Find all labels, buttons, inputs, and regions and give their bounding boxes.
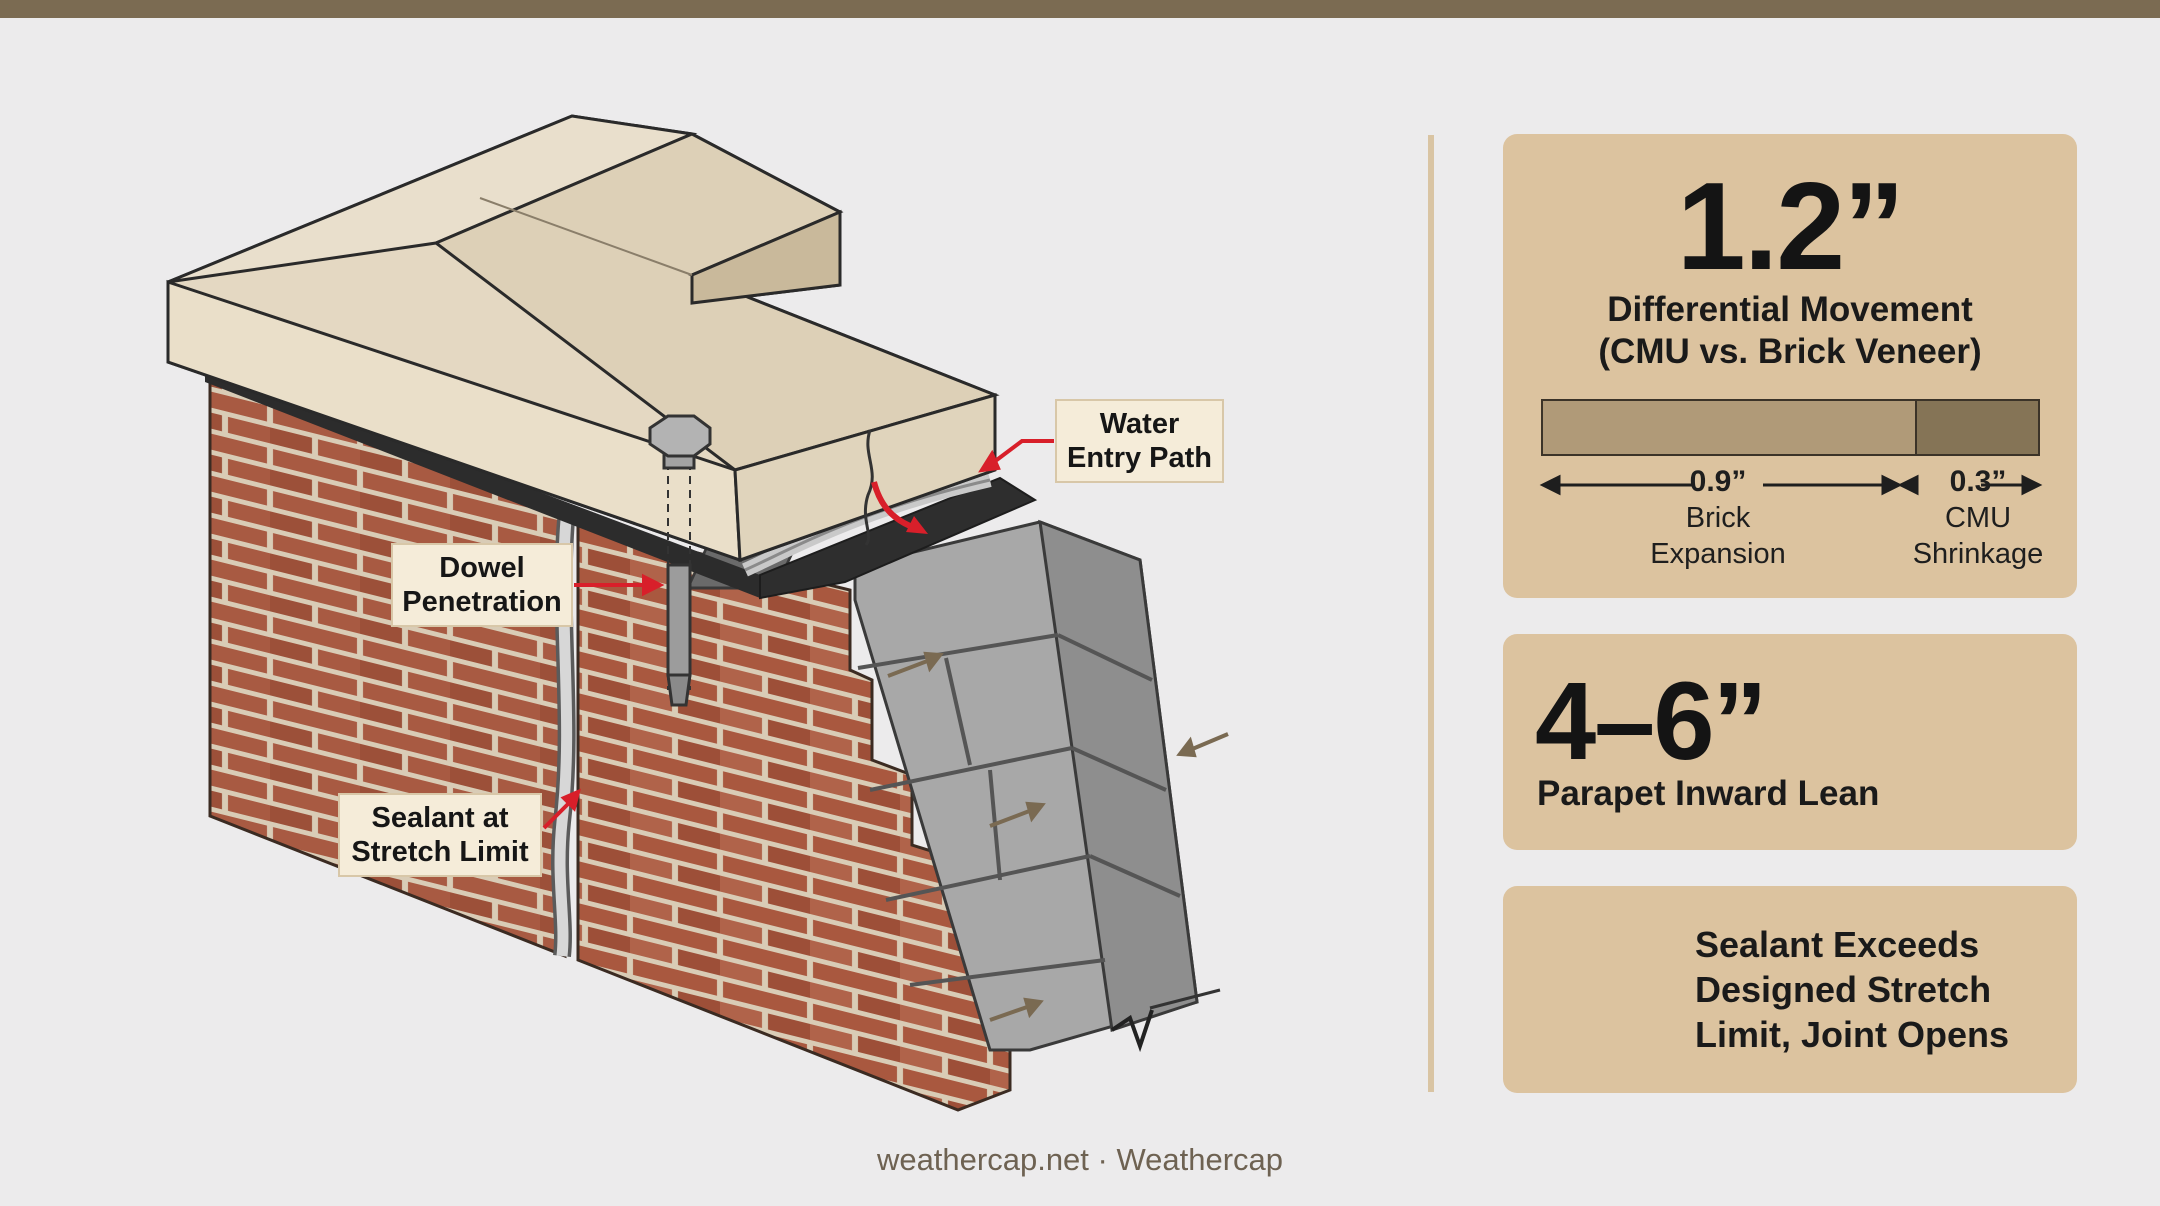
cmu-shrinkage-label: CMU Shrinkage	[1912, 502, 2044, 570]
brick-expansion-value: 0.9”	[1689, 465, 1747, 498]
footer-credit: weathercap.net · Weathercap	[876, 1142, 1284, 1177]
brick-expansion-bar	[1541, 399, 1915, 456]
movement-label: Differential Movement (CMU vs. Brick Ven…	[1598, 290, 1982, 371]
callout-leaders	[542, 439, 1054, 830]
sealant-failure-label: Sealant Exceeds Designed Stretch Limit, …	[1695, 924, 2010, 1055]
lean-value: 4–6”	[1535, 660, 1768, 783]
brick-expansion-label: Brick Expansion	[1650, 502, 1786, 570]
brick-expansion-dimension: 0.9” Brick Expansion	[1618, 464, 1818, 572]
cmu-shrinkage-value: 0.3”	[1949, 465, 2007, 498]
top-accent-bar	[0, 0, 2160, 18]
coping-cap	[166, 114, 1000, 563]
lean-label: Parapet Inward Lean	[1537, 774, 1880, 813]
stat-card-parapet-lean: 4–6” Parapet Inward Lean	[1503, 634, 2077, 850]
panel-divider	[1428, 135, 1434, 1092]
cmu-shrinkage-dimension: 0.3” CMU Shrinkage	[1878, 464, 2078, 572]
water-entry-arrow	[871, 481, 928, 534]
cmu-shrinkage-bar	[1915, 399, 2040, 456]
stat-card-sealant-failure: Sealant Exceeds Designed Stretch Limit, …	[1503, 886, 2077, 1093]
callout-dowel-penetration: Dowel Penetration	[391, 543, 573, 627]
dimension-arrows	[1539, 474, 2043, 496]
callout-sealant-stretch-limit: Sealant at Stretch Limit	[338, 793, 542, 877]
callout-water-entry-path: Water Entry Path	[1055, 399, 1224, 483]
parapet-cutaway-diagram	[166, 114, 1229, 1112]
movement-arrows	[887, 651, 1229, 1022]
anchor-dowel	[648, 414, 712, 707]
movement-value: 1.2”	[1676, 158, 1905, 296]
stat-card-differential-movement: 1.2” Differential Movement (CMU vs. Bric…	[1503, 134, 2077, 598]
